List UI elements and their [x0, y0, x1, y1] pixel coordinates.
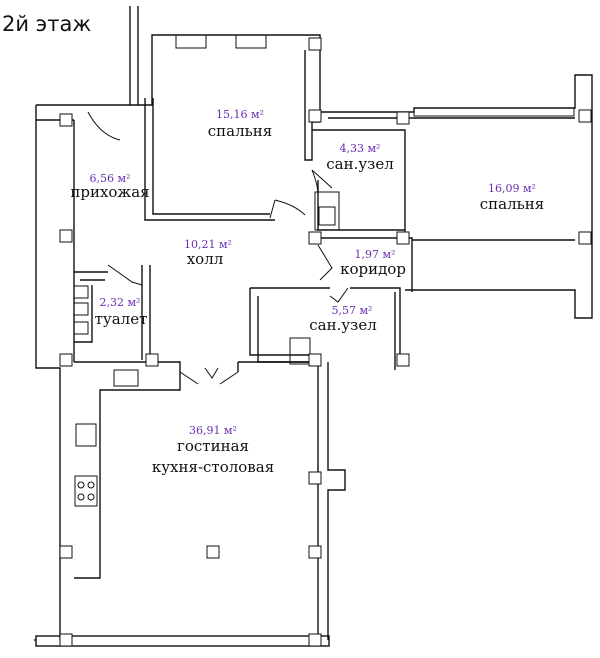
- toilet-name: туалет: [95, 310, 148, 328]
- bedroom-1-name: спальня: [208, 122, 273, 140]
- kitchen-dining-name: кухня-столовая: [152, 458, 274, 476]
- corridor-name: коридор: [340, 260, 406, 278]
- bedroom-2-name: спальня: [480, 195, 545, 213]
- columns: [59, 37, 592, 647]
- living-name: гостиная: [177, 437, 249, 455]
- hallway-area: 6,56 м²: [90, 172, 131, 185]
- corridor-area: 1,97 м²: [355, 248, 396, 261]
- bedroom-2-area: 16,09 м²: [488, 182, 536, 195]
- hallway-name: прихожая: [70, 183, 149, 201]
- bathroom-1-area: 4,33 м²: [340, 142, 381, 155]
- toilet-area: 2,32 м²: [100, 296, 141, 309]
- hall-area: 10,21 м²: [184, 238, 232, 251]
- bedroom-1-area: 15,16 м²: [216, 108, 264, 121]
- walls: [34, 6, 593, 647]
- room-labels: 15,16 м² спальня 4,33 м² сан.узел 16,09 …: [70, 108, 544, 476]
- floor-title: 2й этаж: [2, 12, 92, 36]
- bathroom-2-name: сан.узел: [309, 316, 377, 334]
- hall-name: холл: [187, 250, 224, 268]
- bathroom-2-area: 5,57 м²: [332, 304, 373, 317]
- living-area: 36,91 м²: [189, 424, 237, 437]
- bathroom-1-name: сан.узел: [326, 155, 394, 173]
